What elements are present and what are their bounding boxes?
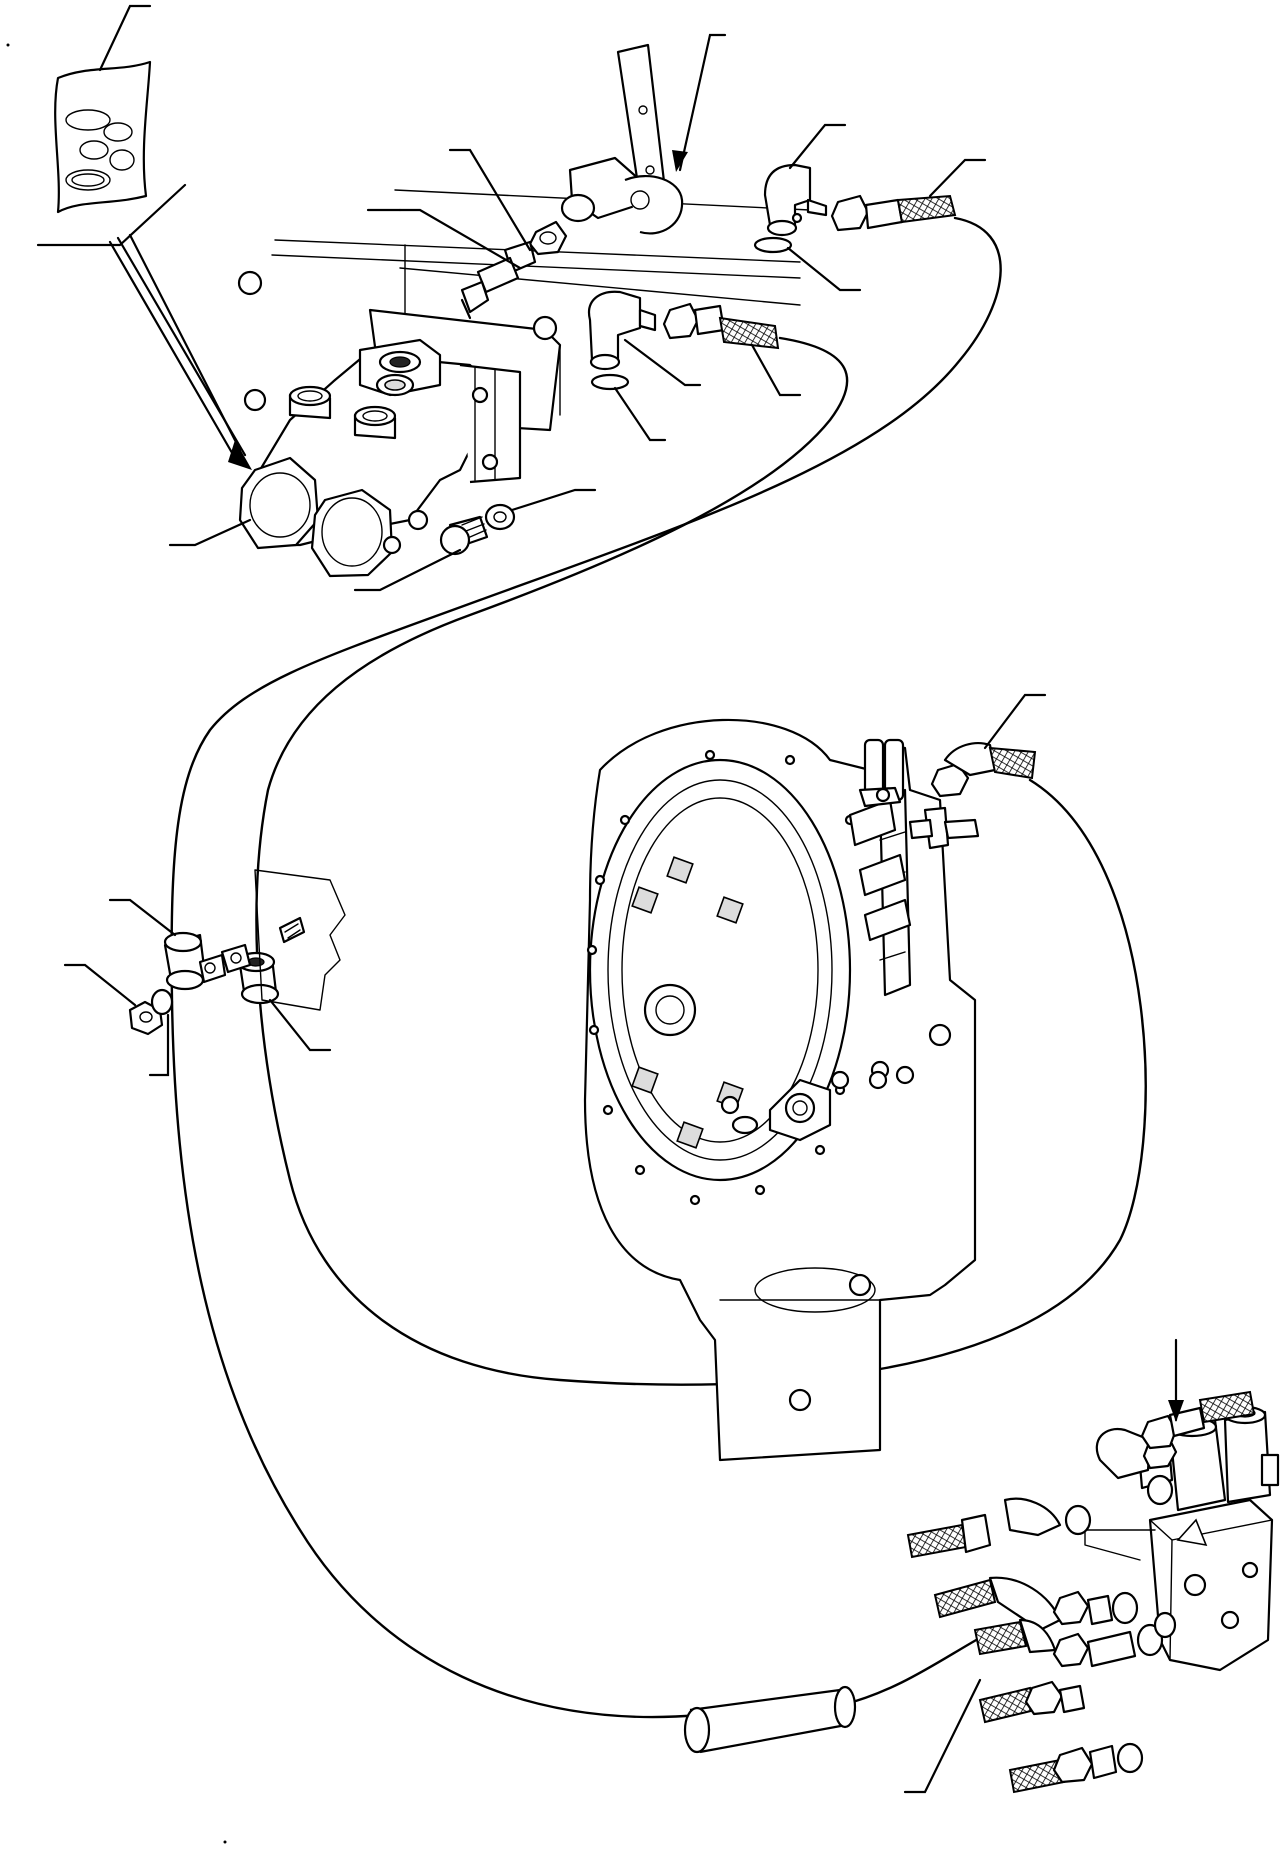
pump-mounting-bracket bbox=[237, 33, 811, 432]
hose-to-valve bbox=[840, 1633, 987, 1707]
hose-end-lower bbox=[662, 302, 802, 397]
transmission-housing bbox=[583, 718, 977, 1462]
control-valve-block bbox=[1084, 1498, 1274, 1672]
o-ring-upper bbox=[753, 236, 862, 292]
valve-fittings bbox=[903, 1338, 1256, 1794]
mounting-bolt bbox=[353, 515, 489, 592]
hydraulic-pump bbox=[168, 338, 522, 578]
hose-lower-long bbox=[255, 336, 1147, 1386]
o-ring-lower bbox=[590, 373, 667, 442]
hose-upper-long bbox=[170, 216, 1002, 1719]
protective-sleeve bbox=[683, 1685, 857, 1754]
clamp-nut bbox=[63, 963, 174, 1077]
washer bbox=[484, 488, 597, 531]
scan-mark bbox=[6, 43, 10, 47]
hose-clamp-left bbox=[108, 898, 227, 991]
transmission-hose-fitting bbox=[930, 693, 1047, 798]
straight-fitting bbox=[366, 148, 568, 320]
seal-kit bbox=[36, 4, 252, 470]
tee-fitting bbox=[858, 786, 980, 850]
hose-lines bbox=[170, 216, 1147, 1719]
hose-clamp-right bbox=[220, 943, 332, 1052]
elbow-fitting-upper bbox=[763, 123, 847, 237]
scan-mark bbox=[223, 1840, 227, 1844]
elbow-fitting-lower bbox=[587, 290, 702, 387]
clamp-stud bbox=[254, 869, 346, 1011]
clevis-linkage bbox=[560, 156, 684, 235]
hose-end-upper bbox=[830, 158, 987, 232]
